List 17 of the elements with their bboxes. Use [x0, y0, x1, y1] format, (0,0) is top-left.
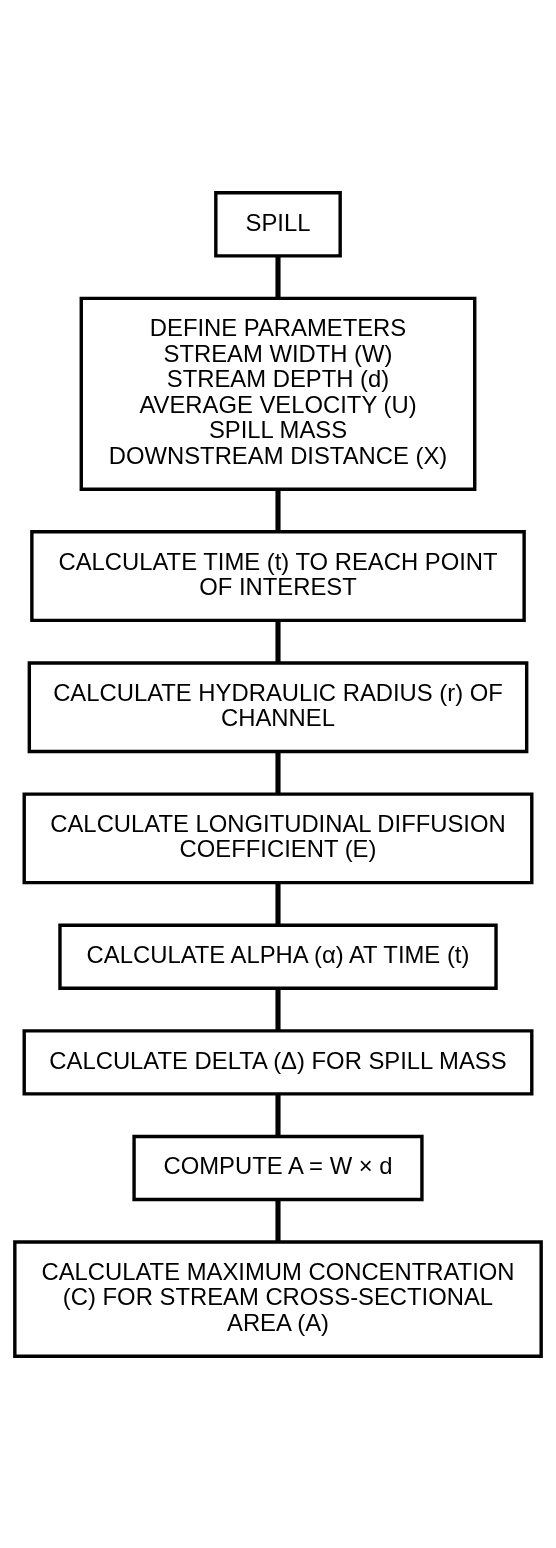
connector	[275, 620, 281, 663]
node-box: CALCULATE ALPHA (α) AT TIME (t)	[58, 923, 498, 990]
connector	[275, 988, 281, 1030]
node-box: DEFINE PARAMETERS STREAM WIDTH (W) STREAM DEPTH (d) AVERAGE VELOCITY (U) SPILL MASS DOWNSTREAM DISTANCE (X)	[79, 296, 477, 491]
node-box: COMPUTE A = W × d	[132, 1134, 424, 1201]
node-box: SPILL	[214, 190, 342, 258]
connector	[275, 256, 281, 298]
node-box: CALCULATE LONGITUDINAL DIFFUSION COEFFICIENT (E)	[22, 791, 534, 884]
node-box: CALCULATE DELTA (Δ) FOR SPILL MASS	[22, 1028, 534, 1096]
connector	[275, 489, 281, 531]
node-box: CALCULATE MAXIMUM CONCENTRATION (C) FOR STREAM CROSS-SECTIONAL AREA (A)	[13, 1239, 543, 1358]
connector	[275, 1093, 281, 1136]
node-box: CALCULATE HYDRAULIC RADIUS (r) OF CHANNEL	[27, 660, 529, 753]
connector	[275, 882, 281, 925]
connector	[275, 1199, 281, 1242]
connector	[275, 751, 281, 794]
node-box: CALCULATE TIME (t) TO REACH POINT OF INTEREST	[30, 529, 526, 622]
